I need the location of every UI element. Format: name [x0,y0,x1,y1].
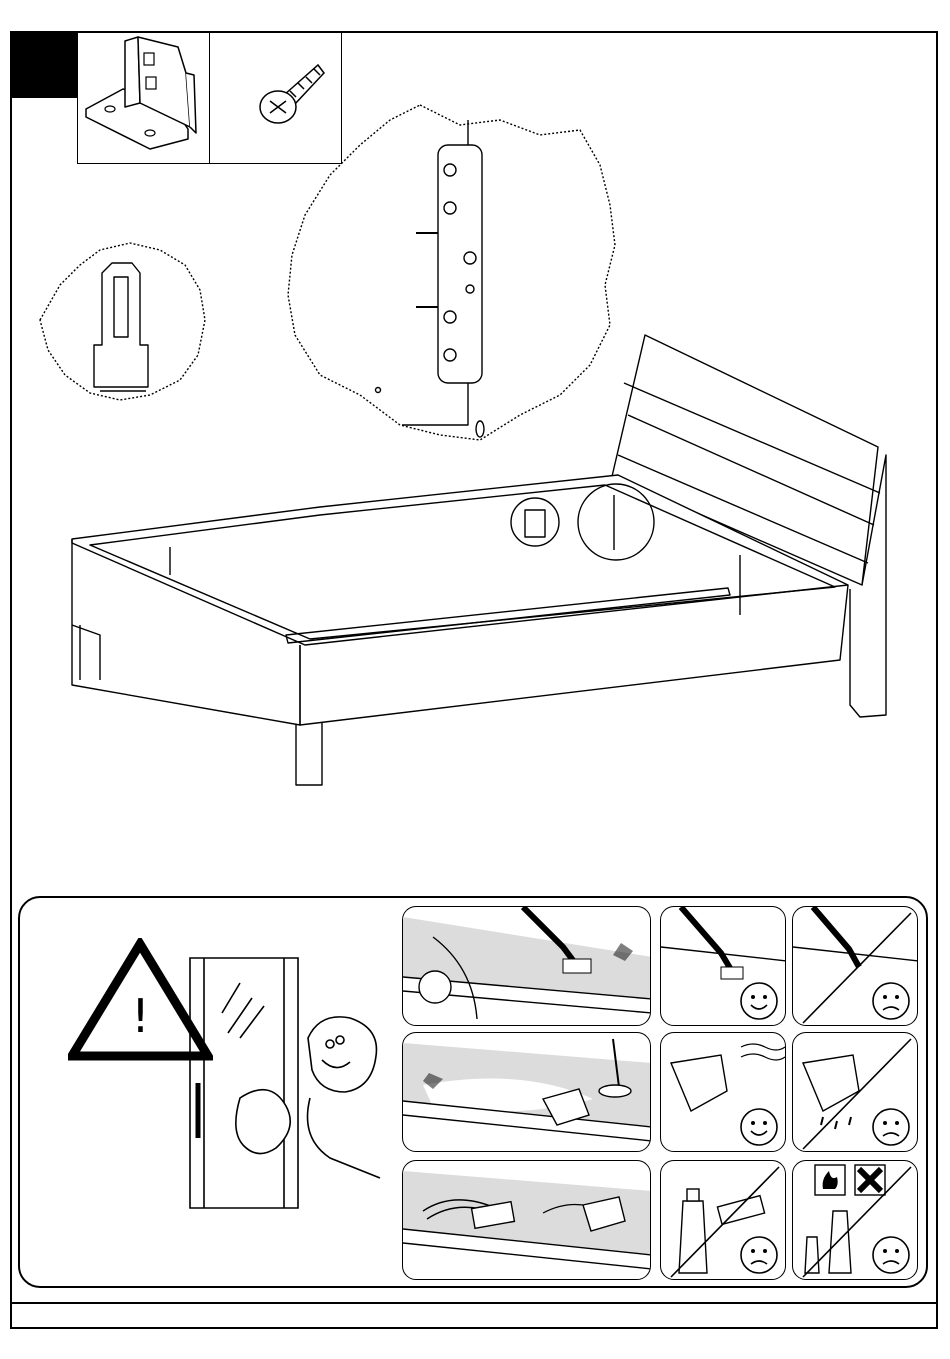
care-instructions-panel: ! [18,896,928,1288]
tile-wet-cloth [792,1032,918,1152]
frown-icon [871,1107,911,1147]
tile-soft-brush [660,906,786,1026]
step-number-block [12,33,77,98]
bed-assembly-illustration [20,95,930,795]
frown-icon [871,981,911,1021]
frown-icon [871,1235,911,1275]
tile-dust-cloth [402,1032,651,1152]
front-leg [296,723,322,785]
tile-abrasive-cleaner [660,1160,786,1280]
tile-vacuum-brush [402,906,651,1026]
right-callout-fitting [438,145,482,383]
frown-icon [739,1235,779,1275]
tile-dry-cloth [660,1032,786,1152]
tile-chemical-spray [792,1160,918,1280]
tile-polish-sponge [402,1160,651,1280]
cleaning-person-illustration [180,938,400,1218]
smiley-icon [739,981,779,1021]
footer-rule [10,1302,938,1304]
tile-steam-nozzle [792,906,918,1026]
smiley-icon [739,1107,779,1147]
